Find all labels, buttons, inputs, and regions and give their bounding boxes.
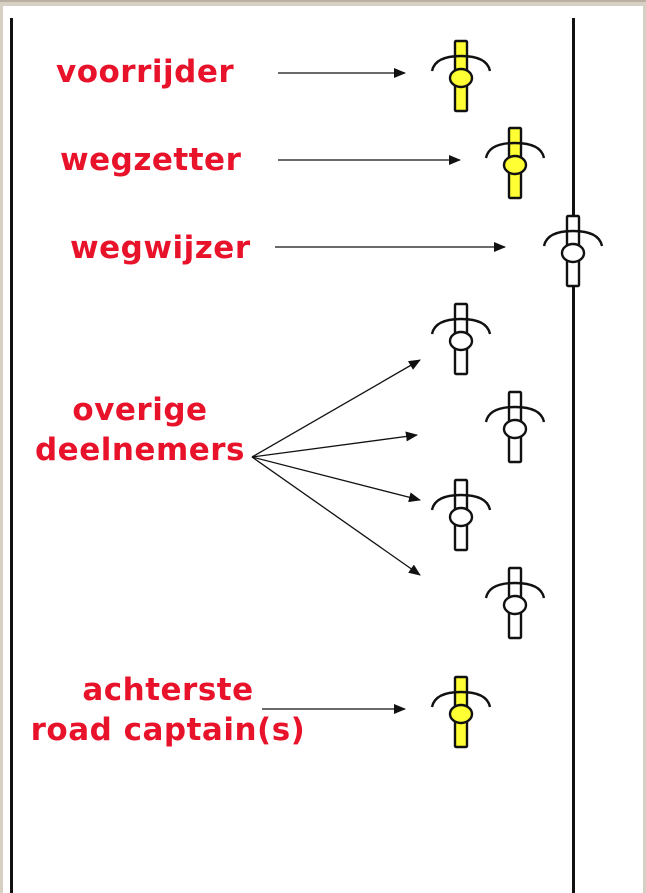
motorcycle-wegzetter-icon [484, 126, 546, 200]
arrow-deelnemer-4 [251, 456, 421, 576]
motorcycle-achterste-icon [430, 675, 492, 749]
motorcycle-voorrijder-icon [430, 39, 492, 113]
arrow-deelnemer-1 [251, 359, 421, 458]
label-overige-line1: overige [72, 392, 208, 428]
arrow-deelnemer-2 [251, 431, 418, 458]
label-achterste-line1: achterste [82, 672, 254, 708]
label-wegwijzer: wegwijzer [70, 230, 251, 266]
label-overige-line2: deelnemers [34, 432, 246, 468]
label-achterste: achterste road captain(s) [18, 670, 318, 750]
motorcycle-deelnemer-icon [484, 566, 546, 640]
road-edge-right [572, 18, 575, 893]
motorcycle-deelnemer-icon [430, 302, 492, 376]
diagram-frame [3, 6, 643, 893]
label-achterste-line2: road captain(s) [30, 712, 306, 748]
motorcycle-deelnemer-icon [484, 390, 546, 464]
label-voorrijder: voorrijder [56, 54, 235, 90]
motorcycle-deelnemer-icon [430, 478, 492, 552]
top-border [0, 0, 646, 2]
label-wegzetter: wegzetter [60, 142, 242, 178]
label-overige: overige deelnemers [20, 390, 260, 470]
road-edge-left [10, 18, 13, 893]
arrow-deelnemer-3 [251, 456, 421, 503]
motorcycle-wegwijzer-icon [542, 214, 604, 288]
